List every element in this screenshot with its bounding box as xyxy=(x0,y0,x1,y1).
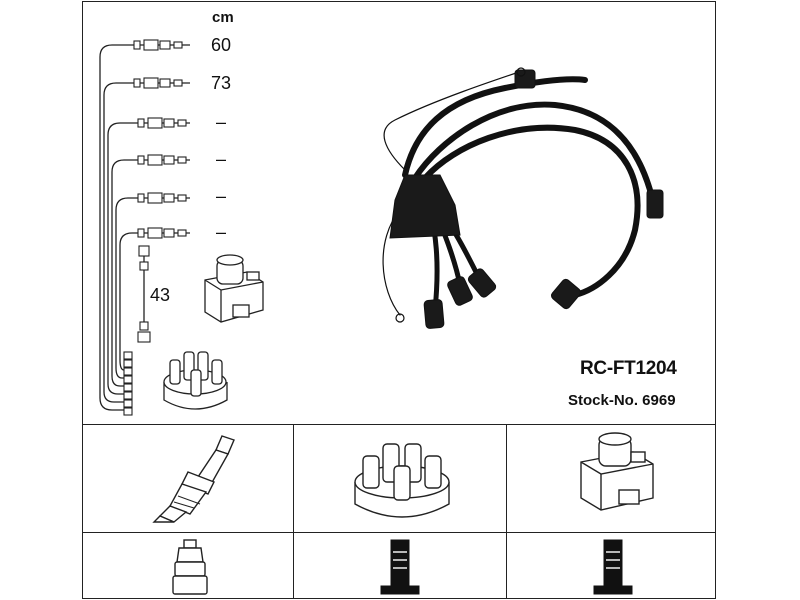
lead-length-4: – xyxy=(216,149,227,169)
ignition-coil-icon-large xyxy=(580,432,654,511)
divider-horizontal-lower xyxy=(82,532,716,533)
lead-length-6: – xyxy=(216,222,227,242)
coil-lead-length: 43 xyxy=(150,285,171,305)
ignition-coil-icon xyxy=(204,254,264,323)
lead-length-3: – xyxy=(216,112,227,132)
cap-terminal-icon xyxy=(380,539,420,595)
divider-vertical-1 xyxy=(293,424,294,599)
distributor-cap-icon-large xyxy=(354,443,450,518)
lead-length-2: 73 xyxy=(211,73,232,93)
unit-label: cm xyxy=(212,9,234,26)
plug-connector-icon xyxy=(172,539,208,595)
diagram-frame xyxy=(82,1,716,599)
spark-plug-icon xyxy=(152,435,235,523)
stock-number: Stock-No. 6969 xyxy=(568,392,676,409)
divider-horizontal xyxy=(82,424,716,425)
lead-length-5: – xyxy=(216,186,227,206)
distributor-cap-icon xyxy=(163,351,228,410)
divider-vertical-2 xyxy=(506,424,507,599)
lead-length-1: 60 xyxy=(211,35,232,55)
wire-set-photo xyxy=(382,67,664,329)
part-number: RC-FT1204 xyxy=(580,358,677,379)
coil-terminal-icon xyxy=(593,539,633,595)
